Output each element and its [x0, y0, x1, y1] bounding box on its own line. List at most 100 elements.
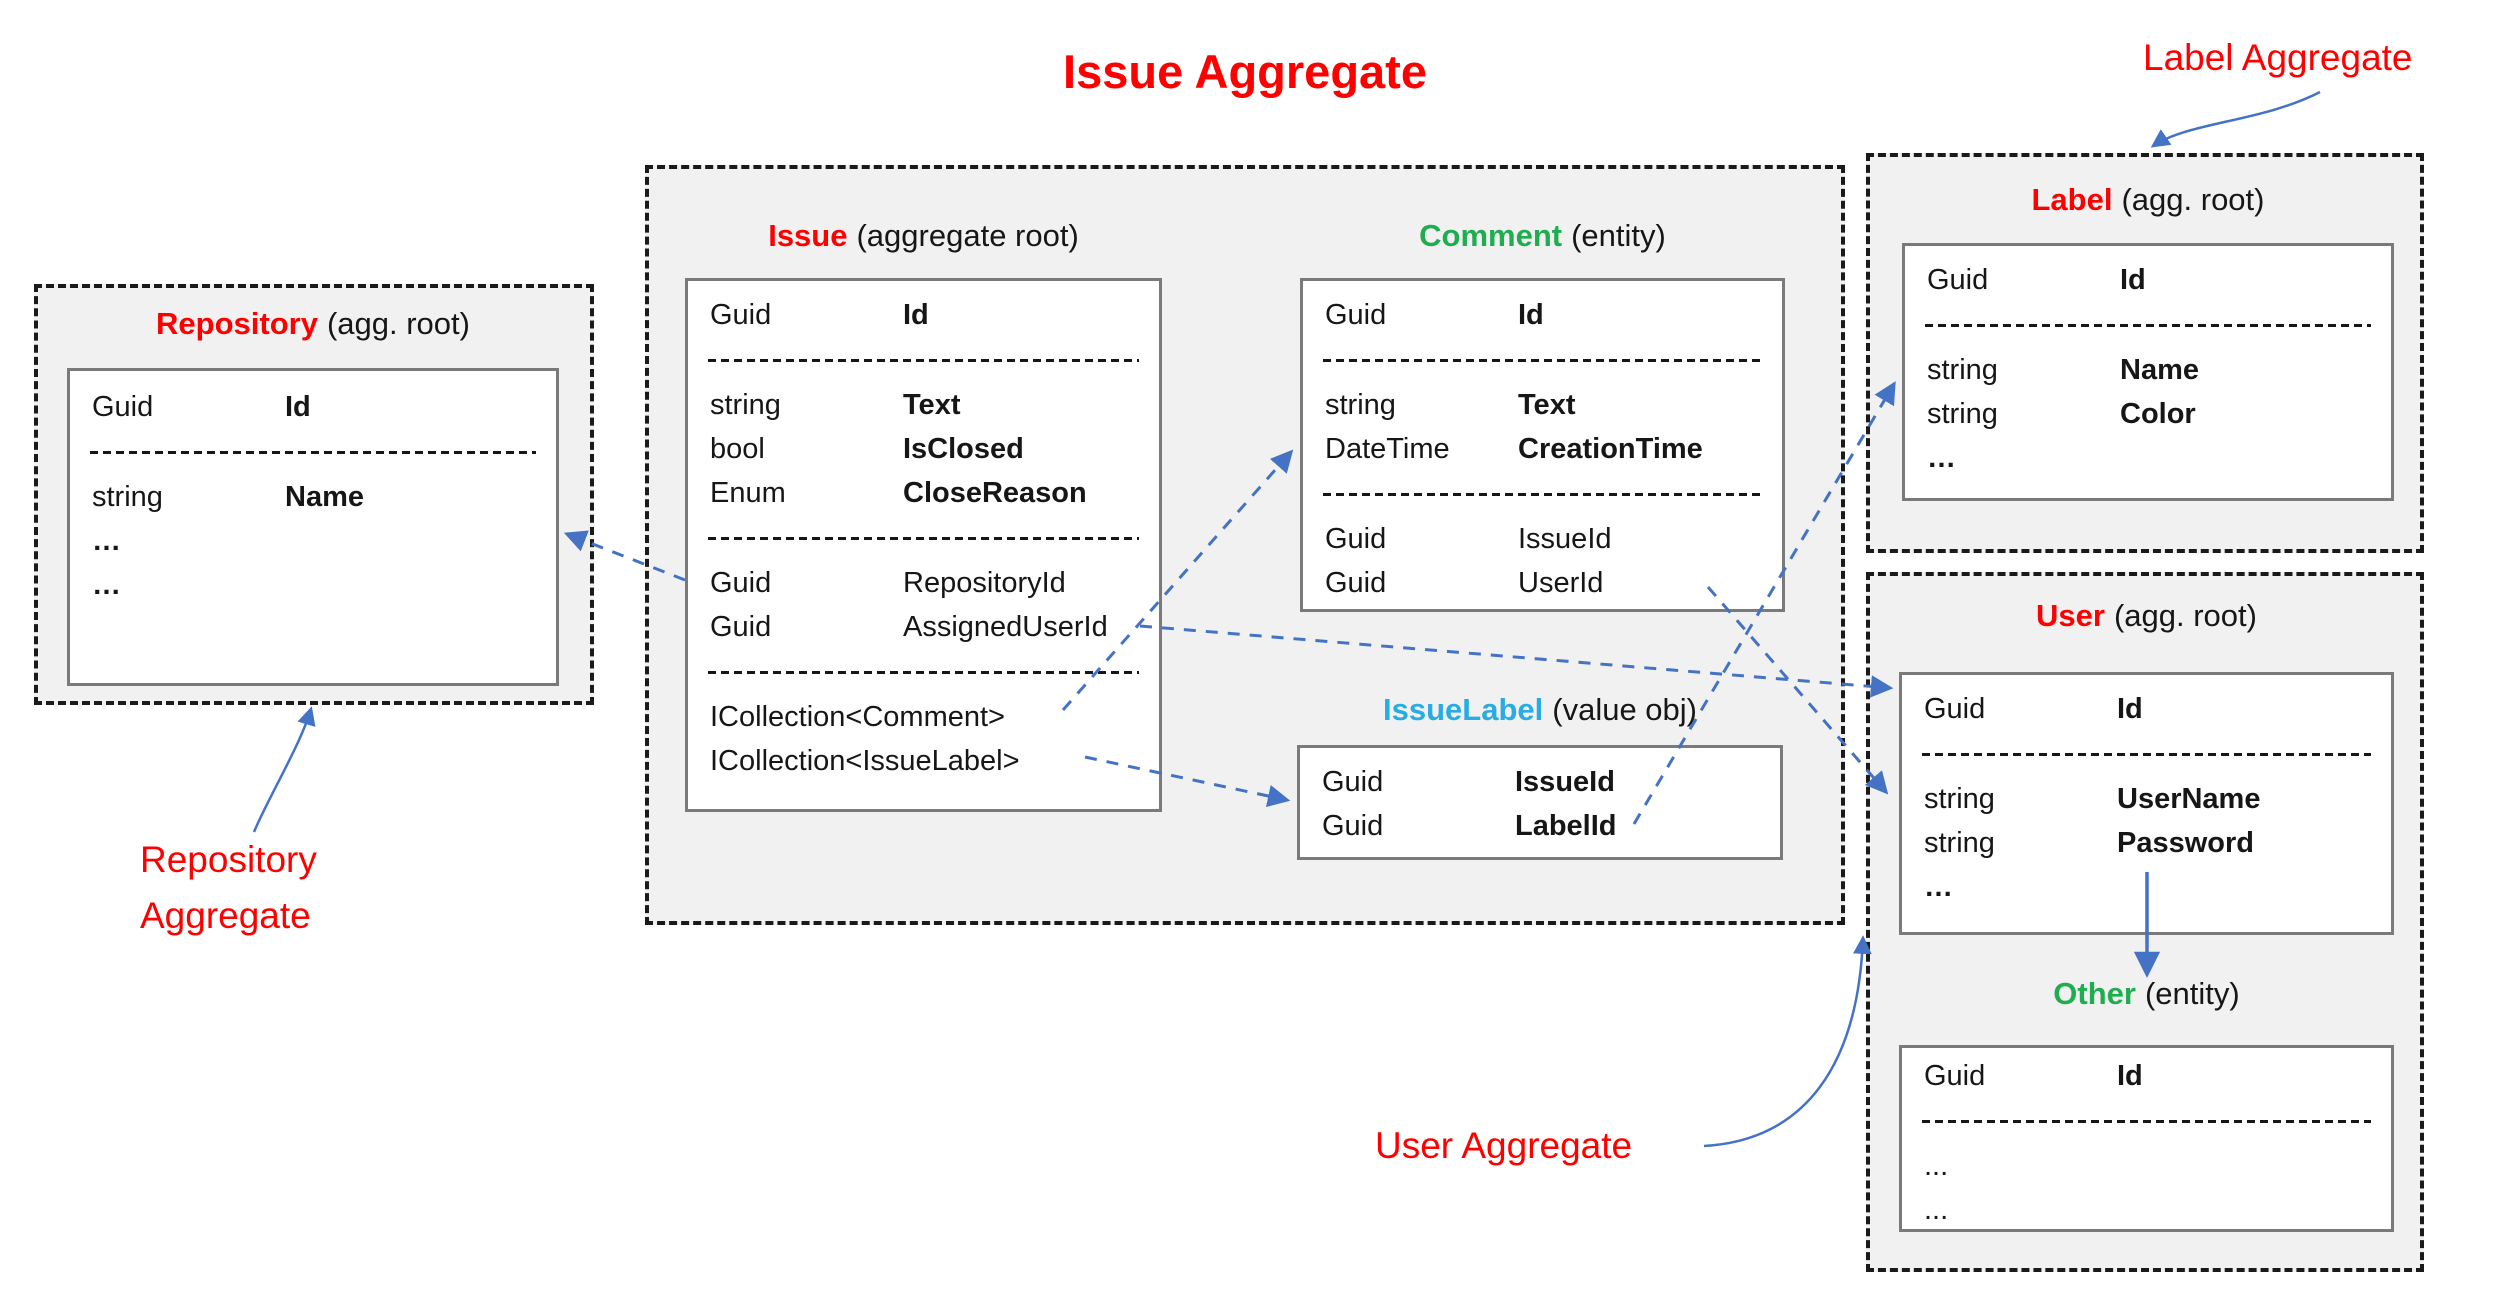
field-type: Guid	[1924, 1059, 1986, 1092]
ellipsis-row: …	[70, 563, 556, 607]
field-row: string UserName	[1902, 777, 2391, 821]
field-type: Guid	[1325, 522, 1387, 555]
field-type: Guid	[710, 298, 772, 331]
field-type: string	[710, 388, 781, 421]
collection-text: ICollection<Comment>	[710, 700, 1005, 733]
field-type: Guid	[1924, 692, 1986, 725]
curve-user-aggregate-pointer	[1703, 935, 1872, 1148]
entity-name: Comment	[1419, 218, 1563, 253]
field-name: LabelId	[1515, 809, 1617, 842]
field-type: Guid	[1927, 263, 1989, 296]
field-name: Id	[2120, 263, 2146, 296]
user-aggregate-label: User Aggregate	[1375, 1125, 1633, 1166]
ellipsis-row: …	[70, 519, 556, 563]
entity-name: User	[2036, 598, 2105, 633]
separator-line	[1323, 358, 1762, 362]
field-name: Name	[285, 480, 364, 513]
collection-row: ICollection<IssueLabel>	[688, 739, 1159, 783]
other-box-title: Other(entity)	[1899, 976, 2394, 1012]
field-name: AssignedUserId	[903, 610, 1108, 643]
collection-row: ICollection<Comment>	[688, 695, 1159, 739]
other-entity-box: Guid Id ... ...	[1899, 1045, 2394, 1232]
entity-name: Other	[2053, 976, 2136, 1011]
field-name: UserName	[2117, 782, 2261, 815]
ellipsis-row: …	[1905, 436, 2391, 480]
separator-line	[708, 670, 1139, 674]
repository-aggregate-label-line1: Repository	[140, 839, 317, 880]
entity-stereotype: (agg. root)	[2113, 598, 2257, 633]
ellipsis-row: ...	[1902, 1188, 2391, 1232]
field-type: string	[92, 480, 163, 513]
entity-name: Label	[2031, 182, 2113, 217]
curve-label-aggregate-pointer	[2150, 90, 2321, 148]
field-row: string Text	[688, 383, 1159, 427]
curve-repository-aggregate-pointer	[252, 706, 316, 833]
separator	[1303, 471, 1782, 517]
entity-stereotype: (agg. root)	[326, 306, 470, 341]
separator-line	[1323, 492, 1762, 496]
field-type: string	[1924, 826, 1995, 859]
field-name: IsClosed	[903, 432, 1024, 465]
entity-stereotype: (entity)	[2144, 976, 2240, 1011]
separator-line	[708, 536, 1139, 540]
comment-box-title: Comment(entity)	[1300, 218, 1785, 254]
ellipsis-text: …	[92, 568, 121, 601]
field-type: bool	[710, 432, 765, 465]
entity-stereotype: (entity)	[1571, 218, 1666, 253]
field-name: Id	[1518, 298, 1544, 331]
field-row: Guid Id	[688, 293, 1159, 337]
repository-entity-box: Guid Id string Name … …	[67, 368, 559, 686]
field-name: Id	[2117, 1059, 2143, 1092]
separator	[70, 429, 556, 475]
separator-line	[1922, 752, 2371, 756]
field-type: Guid	[92, 390, 154, 423]
field-row: string Name	[70, 475, 556, 519]
entity-name: IssueLabel	[1383, 692, 1544, 727]
field-type: string	[1927, 353, 1998, 386]
field-type: string	[1924, 782, 1995, 815]
separator	[1902, 731, 2391, 777]
field-row: Guid Id	[1905, 258, 2391, 302]
field-row: string Password	[1902, 821, 2391, 865]
entity-name: Repository	[156, 306, 318, 341]
field-name: Text	[903, 388, 961, 421]
field-name: RepositoryId	[903, 566, 1066, 599]
field-row: Guid Id	[70, 385, 556, 429]
field-name: Id	[903, 298, 929, 331]
repository-aggregate-label-line2: Aggregate	[140, 895, 311, 936]
field-type: Guid	[1322, 809, 1384, 842]
label-aggregate-label: Label Aggregate	[2143, 37, 2413, 78]
field-name: UserId	[1518, 566, 1604, 599]
ellipsis-text: ...	[1924, 1149, 1949, 1182]
user-box-title: User(agg. root)	[1899, 598, 2394, 634]
field-row: bool IsClosed	[688, 427, 1159, 471]
separator-line	[708, 358, 1139, 362]
field-name: Id	[285, 390, 311, 423]
diagram-title: Issue Aggregate	[1063, 45, 1427, 98]
ellipsis-text: ...	[1924, 1193, 1949, 1226]
entity-stereotype: (value obj)	[1552, 692, 1697, 727]
field-name: Password	[2117, 826, 2254, 859]
field-type: Enum	[710, 476, 786, 509]
repository-box-title: Repository(agg. root)	[67, 306, 559, 342]
field-type: Guid	[1322, 765, 1384, 798]
repository-aggregate-label: Repository Aggregate	[140, 832, 317, 944]
field-name: Color	[2120, 397, 2196, 430]
separator	[688, 337, 1159, 383]
field-type: Guid	[710, 610, 772, 643]
field-row: Guid Id	[1902, 687, 2391, 731]
entity-stereotype: (agg. root)	[2121, 182, 2265, 217]
field-type: Guid	[1325, 298, 1387, 331]
field-name: Id	[2117, 692, 2143, 725]
separator	[688, 649, 1159, 695]
collection-text: ICollection<IssueLabel>	[710, 744, 1020, 777]
